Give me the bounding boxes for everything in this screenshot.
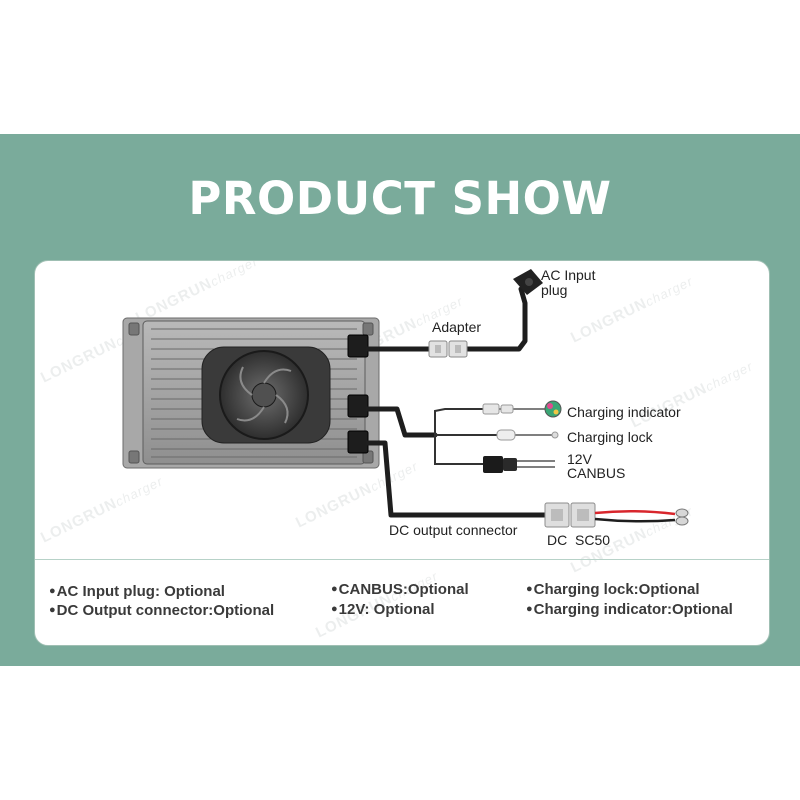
signal-cable (365, 406, 438, 438)
page-title: PRODUCT SHOW (188, 172, 612, 225)
charger-unit (122, 317, 380, 469)
charging-lock-label: Charging lock (567, 429, 653, 445)
option-item: ●12V: Optional (331, 601, 435, 618)
ring-terminal-icon (675, 508, 689, 526)
12v-label: 12V (567, 451, 592, 467)
section-divider (35, 559, 769, 560)
adapter-label: Adapter (432, 319, 482, 335)
wiring-diagram (122, 269, 689, 528)
canbus-connector-icon (483, 456, 517, 473)
option-item: ●Charging lock:Optional (526, 581, 700, 598)
branch-12v (434, 435, 483, 465)
ac-input-plug-label: AC Input plug (541, 267, 596, 298)
sc50-label: SC50 (575, 532, 611, 548)
dc-output-connector-label: DC output connector (389, 522, 518, 538)
option-item: ●CANBUS:Optional (331, 581, 469, 598)
lock-connector-icon (496, 429, 559, 441)
charging-indicator-icon (544, 400, 562, 418)
ac-cable-2 (464, 286, 528, 352)
option-item: ●Charging indicator:Optional (526, 601, 733, 618)
ac-plug-icon (513, 269, 543, 295)
dc-sc50-connector-icon (544, 502, 596, 528)
charging-indicator-label: Charging indicator (567, 404, 681, 420)
dc-label: DC (547, 532, 568, 548)
option-item: ●DC Output connector:Optional (49, 602, 275, 619)
canbus-label: CANBUS (567, 465, 626, 481)
option-item: ●AC Input plug: Optional (49, 583, 225, 600)
product-card: LONGRUNcharger LONGRUNcharger LONGRUNcha… (34, 260, 770, 646)
dc-cable (365, 440, 548, 518)
indicator-connector-icon (482, 400, 562, 418)
adapter-icon (428, 340, 468, 358)
branch-indicator (434, 408, 483, 435)
